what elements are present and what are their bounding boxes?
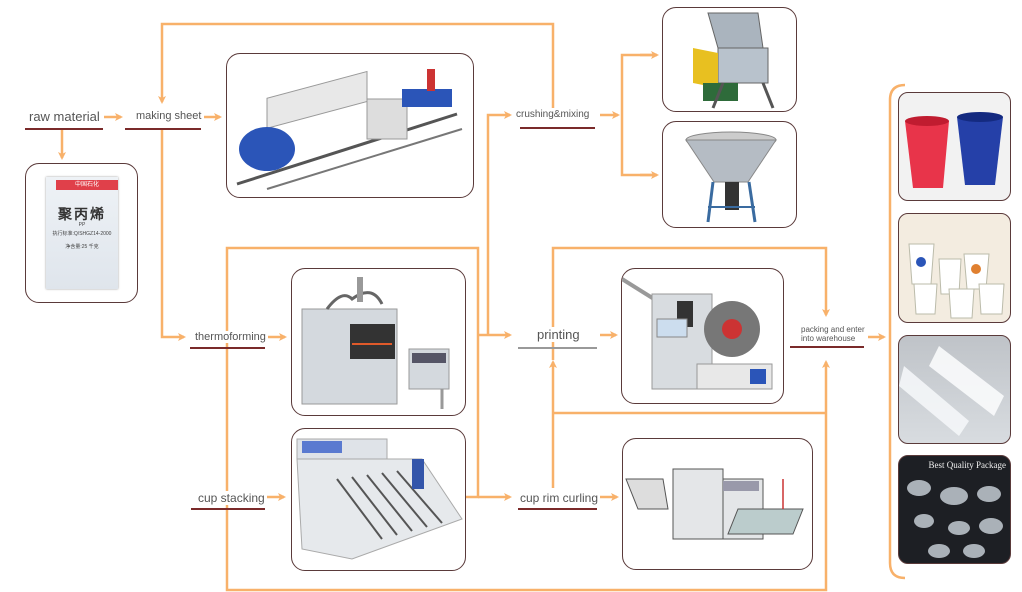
underline (190, 347, 265, 349)
underline (25, 128, 103, 130)
printing-machine-image (621, 268, 784, 404)
step-cup-stacking: cup stacking (196, 491, 267, 505)
step-crushing-mixing: crushing&mixing (514, 109, 592, 120)
underline (520, 127, 595, 129)
cup-stacking-machine-image (291, 428, 466, 571)
bag-brand: 中国石化 (56, 180, 118, 190)
underline (125, 128, 201, 130)
bag-product: 聚丙烯 (58, 206, 106, 222)
step-packing: packing and enter into warehouse (799, 325, 867, 343)
package-title: Best Quality Package (928, 460, 1006, 470)
sheet-extruder-image (226, 53, 474, 198)
step-printing: printing (535, 327, 582, 342)
bag-standard: 执行标准:Q/SHGZ14-2000 (52, 231, 112, 237)
step-cup-rim-curling: cup rim curling (518, 491, 601, 505)
raw-material-bag-image: 中国石化 聚丙烯 PP 执行标准:Q/SHGZ14-2000 净含量:25 千克 (25, 163, 138, 303)
underline (518, 508, 597, 510)
product-paper-cups-image (898, 213, 1011, 323)
step-thermoforming: thermoforming (193, 331, 268, 343)
product-plastic-cups-image (898, 92, 1011, 201)
thermoforming-machine-image (291, 268, 466, 416)
crusher-image (662, 7, 797, 112)
packing-line-1: packing and enter (801, 325, 865, 334)
bag-weight: 净含量:25 千克 (65, 244, 99, 250)
product-package-image: Best Quality Package (898, 455, 1011, 564)
rim-curling-machine-image (622, 438, 813, 570)
underline (518, 347, 597, 349)
underline (191, 508, 265, 510)
step-making-sheet: making sheet (134, 110, 204, 122)
pp-bag: 中国石化 聚丙烯 PP 执行标准:Q/SHGZ14-2000 净含量:25 千克 (46, 177, 118, 289)
mixer-image (662, 121, 797, 228)
underline (790, 346, 864, 348)
step-raw-material: raw material (27, 109, 102, 124)
bag-grade: PP (78, 222, 86, 228)
packing-line-2: into warehouse (801, 334, 856, 343)
product-stacked-cups-image (898, 335, 1011, 444)
